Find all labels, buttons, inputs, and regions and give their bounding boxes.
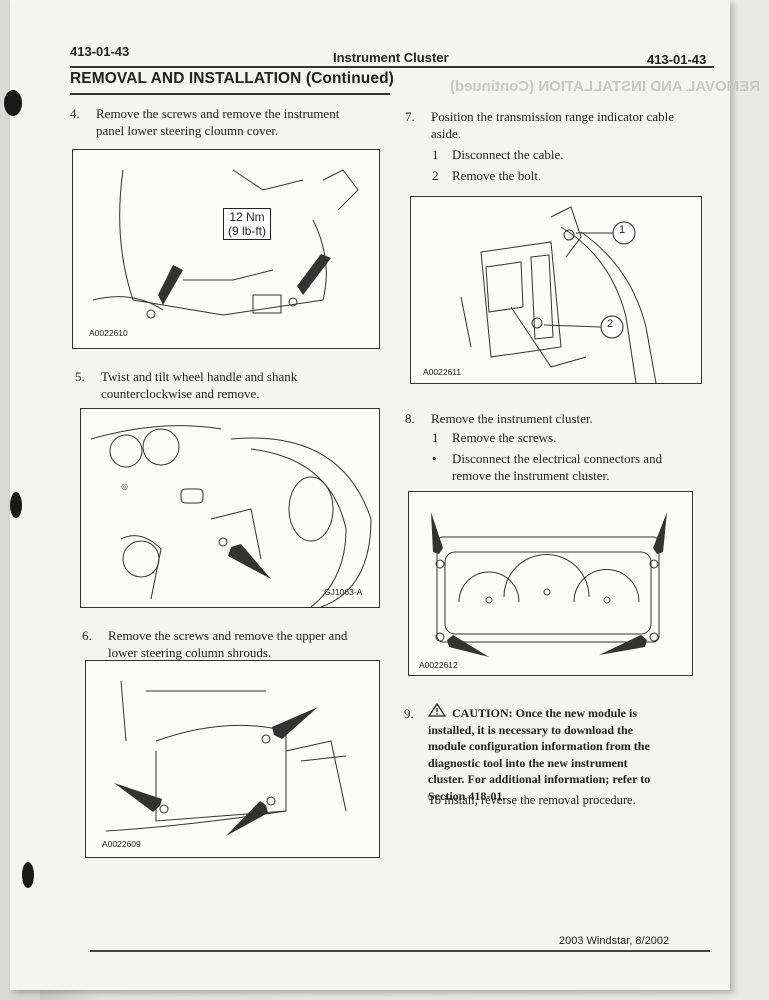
footer-edition: 2003 Windstar, 8/2002 xyxy=(559,935,670,947)
figure-column-shrouds: A0022609 xyxy=(85,660,380,858)
section-rule xyxy=(70,93,390,95)
figure-drawing xyxy=(105,680,347,836)
step-number: 7. xyxy=(405,109,415,124)
figure-steering-wheel: ◎ GJ1063-A xyxy=(80,408,380,608)
figure-steering-column-cover: 12 Nm (9 lb-ft) A0022610 xyxy=(72,149,380,349)
figure-range-indicator-cable: 1 2 A0022611 xyxy=(410,196,702,384)
torque-lbft: (9 lb-ft) xyxy=(228,224,267,238)
install-note: To install, reverse the removal procedur… xyxy=(428,793,636,807)
footer-rule xyxy=(90,950,710,952)
bleed-through-text: REMOVAL AND INSTALLATION (Continued) xyxy=(450,78,760,95)
step-text-line: Remove the screws and remove the instrum… xyxy=(96,106,340,121)
caution-line: module configuration information from th… xyxy=(428,739,650,753)
step-text-line: aside. xyxy=(431,126,461,141)
substep-number: 1 xyxy=(432,147,439,162)
section-title: REMOVAL AND INSTALLATION (Continued) xyxy=(70,70,394,87)
caution-line: installed, it is necessary to download t… xyxy=(428,722,634,737)
svg-text:◎: ◎ xyxy=(121,482,128,491)
substep-text: Remove the bolt. xyxy=(452,168,542,183)
figure-label: A0022610 xyxy=(89,328,128,338)
substep-text: Remove the screws. xyxy=(452,430,557,445)
figure-label: A0022612 xyxy=(419,660,458,670)
caution-line: Section 418-01. xyxy=(428,788,506,803)
figure-label: A0022611 xyxy=(423,367,462,377)
step-text-line: Twist and tilt wheel handle and shank xyxy=(101,369,298,384)
step-number: 8. xyxy=(405,411,415,426)
step-number: 5. xyxy=(75,369,85,384)
callout-number-1: 1 xyxy=(619,224,626,236)
page-code-left: 413-01-43 xyxy=(70,44,130,59)
header-rule xyxy=(70,66,714,68)
page-header-title: Instrument Cluster xyxy=(333,50,449,65)
figure-label: GJ1063-A xyxy=(324,587,363,597)
warning-triangle-icon xyxy=(427,702,447,722)
binder-hole-middle xyxy=(10,492,22,518)
step-text-line: Remove the instrument cluster. xyxy=(431,411,593,426)
step-text-line: Remove the screws and remove the upper a… xyxy=(108,628,348,643)
caution-line: CAUTION: Once the new module is xyxy=(452,706,637,720)
page-code-right: 413-01-43 xyxy=(647,52,707,67)
step-text-line: Position the transmission range indicato… xyxy=(431,109,674,124)
caution-line: diagnostic tool into the new instrument xyxy=(428,755,628,770)
figure-label: A0022609 xyxy=(102,839,141,849)
caution-line: cluster. For additional information; ref… xyxy=(428,772,651,786)
step-number: 6. xyxy=(82,628,92,643)
torque-spec-callout: 12 Nm (9 lb-ft) xyxy=(223,208,272,240)
figure-drawing xyxy=(92,169,359,319)
bullet-text-line: Disconnect the electrical connectors and xyxy=(452,451,663,466)
step-number: 9. xyxy=(404,706,414,721)
figure-instrument-cluster: A0022612 xyxy=(408,491,693,676)
step-number: 4. xyxy=(70,106,80,121)
bullet-text-line: remove the instrument cluster. xyxy=(452,468,610,483)
step-text-line: panel lower steering cloumn cover. xyxy=(96,123,279,138)
binder-hole-bottom xyxy=(22,862,34,888)
figure-drawing xyxy=(460,206,657,383)
step-text-line: counterclockwise and remove. xyxy=(101,386,260,401)
bullet-marker: • xyxy=(432,451,437,466)
substep-text: Disconnect the cable. xyxy=(452,147,564,162)
figure-drawing xyxy=(431,512,667,657)
binder-hole-top xyxy=(4,90,22,116)
step-text-line: lower steering column shrouds. xyxy=(108,645,272,660)
callout-number-2: 2 xyxy=(607,318,614,330)
caution-block: CAUTION: Once the new module is installe… xyxy=(427,702,698,804)
substep-number: 2 xyxy=(432,168,439,183)
figure-drawing: ◎ xyxy=(90,425,372,607)
substep-number: 1 xyxy=(432,430,439,445)
torque-nm: 12 Nm xyxy=(229,210,265,224)
